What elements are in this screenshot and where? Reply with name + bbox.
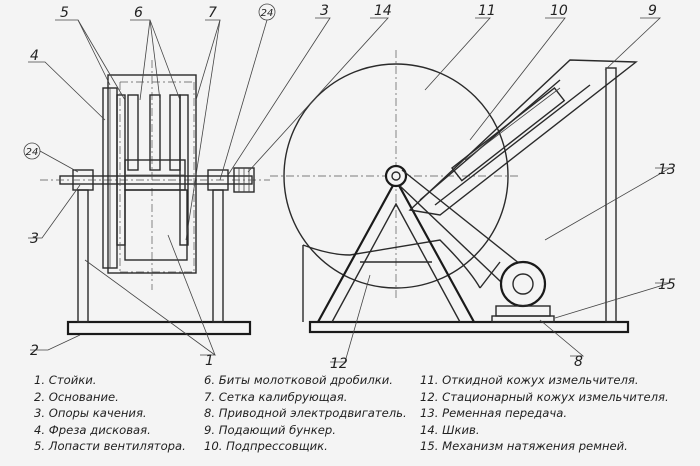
legend-item-2: 2. Основание.	[34, 389, 119, 404]
callout-1: 1	[205, 353, 214, 369]
hopper-post	[605, 67, 617, 323]
callout-12: 12	[330, 356, 348, 370]
callout-9: 9	[648, 3, 657, 19]
feed-hopper	[408, 59, 638, 216]
legend-item-15: 15. Механизм натяжения ремней.	[420, 439, 628, 454]
callout-13: 13	[658, 162, 676, 178]
legend-item-11: 11. Откидной кожух измельчителя.	[420, 373, 639, 387]
base-plate	[66, 320, 252, 336]
leader-lines	[28, 17, 672, 363]
callout-numbers: 5 6 7 3 14 11 10 9 4 3 2 1 12 8 13 15	[30, 3, 676, 370]
technical-drawing: 24 24	[23, 3, 676, 370]
right-stand	[212, 189, 224, 323]
hinged-cover	[283, 63, 509, 289]
legend-item-14: 14. Шкив.	[420, 422, 480, 437]
callout-5: 5	[60, 5, 69, 21]
callout-15: 15	[658, 277, 676, 293]
callout-7: 7	[208, 5, 217, 21]
left-stand	[77, 189, 89, 323]
legend-item-5: 5. Лопасти вентилятора.	[34, 439, 186, 454]
legend-item-12: 12. Стационарный кожух измельчителя.	[420, 389, 669, 404]
callout-10: 10	[550, 3, 568, 19]
legend-item-6: 6. Биты молотковой дробилки.	[204, 373, 393, 387]
legend-item-1: 1. Стойки.	[34, 373, 97, 387]
callout-4: 4	[30, 48, 39, 64]
legend: 1. Стойки. 2. Основание. 3. Опоры качени…	[0, 372, 700, 466]
callout-11: 11	[478, 3, 496, 19]
legend-item-3: 3. Опоры качения.	[34, 406, 147, 421]
motor	[499, 260, 547, 308]
legend-item-7: 7. Сетка калибрующая.	[204, 389, 348, 404]
belt-upper	[401, 169, 521, 265]
stationary-cover	[302, 239, 481, 322]
callout-2: 2	[30, 343, 39, 359]
legend-column-1: 1. Стойки. 2. Основание. 3. Опоры качени…	[34, 372, 186, 455]
belt-lower	[399, 185, 521, 301]
callout-6: 6	[134, 5, 143, 21]
legend-item-10: 10. Подпрессовщик.	[204, 439, 328, 454]
legend-item-8: 8. Приводной электродвигатель.	[204, 406, 407, 421]
legend-item-4: 4. Фреза дисковая.	[34, 422, 151, 437]
legend-column-2: 6. Биты молотковой дробилки. 7. Сетка ка…	[204, 372, 407, 455]
right-view	[270, 50, 638, 334]
callout-3-top: 3	[320, 3, 329, 19]
callout-3: 3	[30, 231, 39, 247]
left-view	[40, 60, 270, 336]
legend-column-3: 11. Откидной кожух измельчителя. 12. Ста…	[420, 372, 669, 455]
callout-14: 14	[374, 3, 392, 19]
legend-item-13: 13. Ременная передача.	[420, 406, 568, 421]
callout-8: 8	[574, 354, 583, 370]
section-mark-left: 24	[26, 147, 39, 158]
legend-item-9: 9. Подающий бункер.	[204, 422, 336, 437]
right-base	[308, 320, 630, 334]
section-mark-top: 24	[261, 8, 274, 19]
pre-presser	[451, 86, 566, 182]
